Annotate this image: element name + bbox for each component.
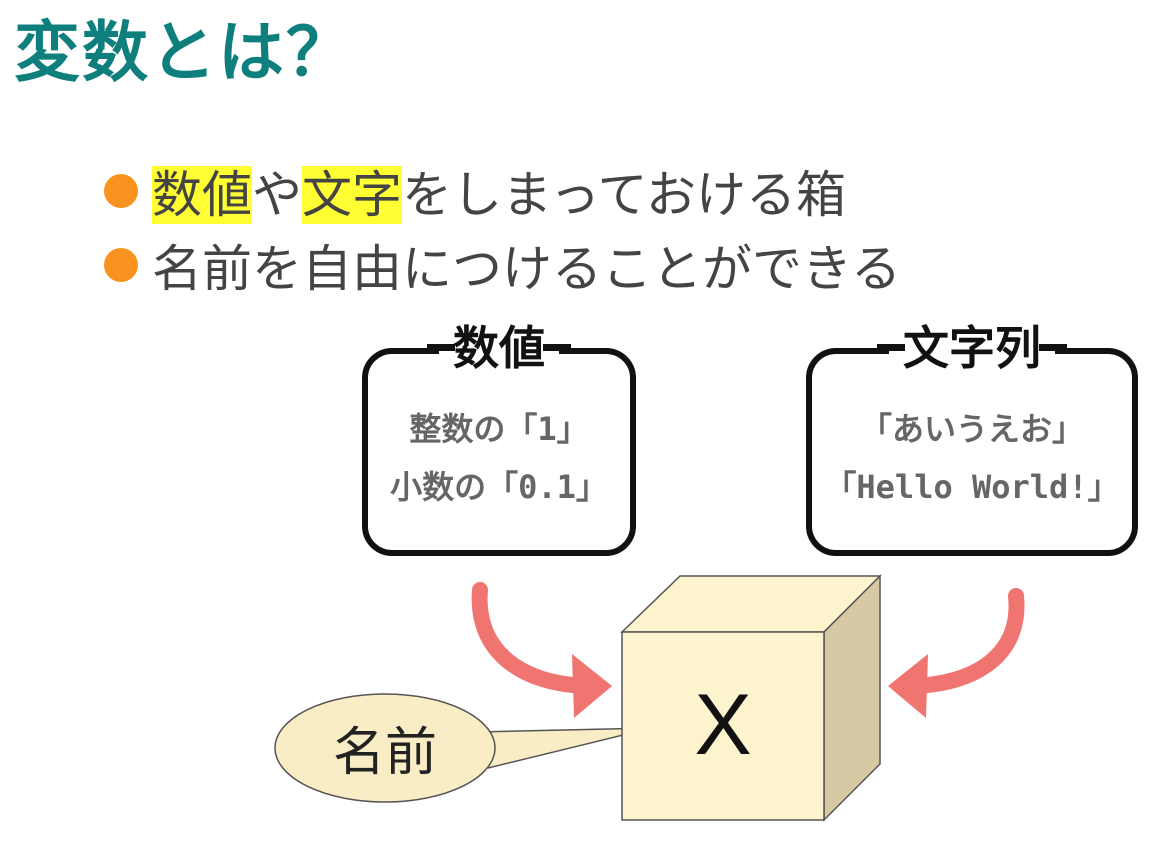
- left-arrow-icon: [471, 582, 598, 694]
- name-label: 名前: [332, 723, 437, 783]
- right-arrow-icon: [902, 588, 1025, 694]
- string-box-line: 「あいうえお」: [859, 410, 1084, 448]
- bullet-dot-icon: [104, 174, 138, 208]
- string-box-title: 文字列: [877, 318, 1067, 378]
- bullet-item: 名前を自由につけることができる: [104, 228, 901, 302]
- string-box: 文字列 「あいうえお」 「Hello World!」: [806, 318, 1138, 556]
- name-callout-bubble: [274, 693, 496, 803]
- bullet-text-part: や: [252, 166, 302, 224]
- bullet-dot-icon: [104, 248, 138, 282]
- number-box-title: 数値: [427, 318, 571, 378]
- highlighted-text: 文字: [302, 166, 402, 224]
- string-box-line: 「Hello World!」: [824, 468, 1120, 506]
- right-arrowhead-icon: [888, 654, 928, 718]
- bullet-list: 数値や文字をしまっておける箱 名前を自由につけることができる: [104, 154, 901, 302]
- number-box: 数値 整数の「1」 小数の「0.1」: [362, 318, 636, 556]
- bullet-text-part: をしまっておける箱: [402, 166, 846, 224]
- page-title: 変数とは？: [14, 14, 354, 91]
- cube-front: [621, 631, 825, 821]
- variable-label: X: [694, 677, 752, 773]
- bullet-item: 数値や文字をしまっておける箱: [104, 154, 901, 228]
- bullet-text: 名前を自由につけることができる: [152, 240, 901, 298]
- number-box-line: 小数の「0.1」: [390, 468, 608, 506]
- bullet-text: 数値や文字をしまっておける箱: [152, 155, 846, 227]
- highlighted-text: 数値: [152, 166, 252, 224]
- number-box-line: 整数の「1」: [409, 410, 589, 448]
- left-arrowhead-icon: [572, 654, 612, 718]
